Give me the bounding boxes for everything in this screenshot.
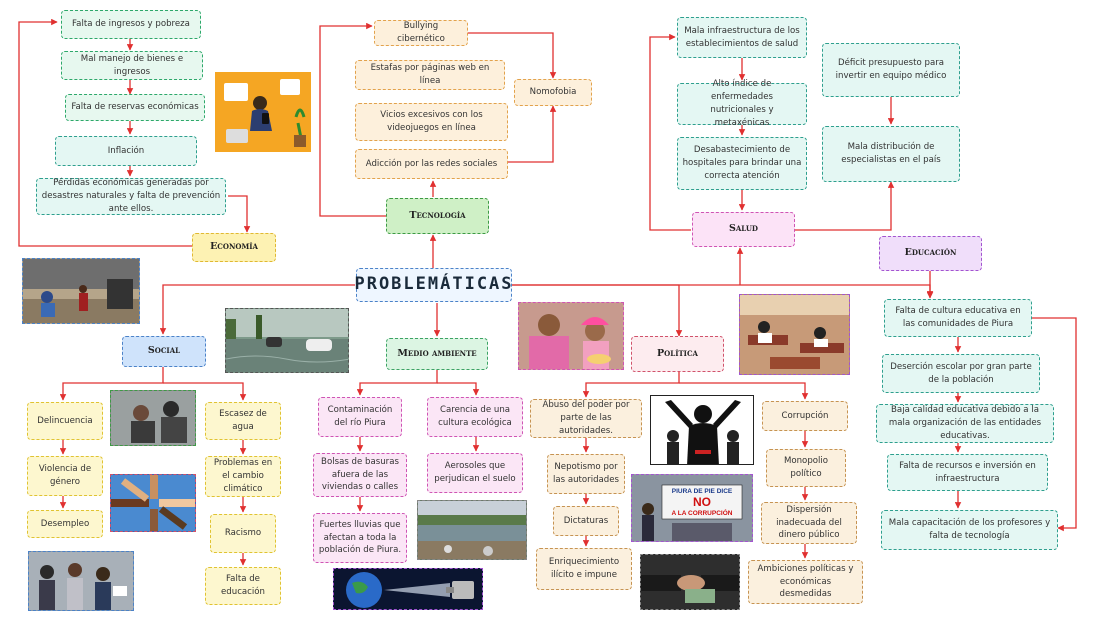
politica-item-enriquecimiento: Enriquecimiento ilícito e impune <box>536 548 632 590</box>
economia-item-2: Mal manejo de bienes e ingresos <box>61 51 203 80</box>
photo-hands-unity <box>110 474 196 532</box>
educacion-item-2: Deserción escolar por gran parte de la p… <box>882 354 1040 393</box>
ambiente-item-bolsas: Bolsas de basuras afuera de las vivienda… <box>313 453 407 497</box>
tecnologia-item-3: Vicios excesivos con los videojuegos en … <box>355 103 508 141</box>
ambiente-item-contaminacion: Contaminación del río Piura <box>318 397 402 437</box>
economia-item-4: Inflación <box>55 136 197 166</box>
sign-line-1: PIURA DE PIE DICE <box>672 488 733 495</box>
category-economia: Economía <box>192 233 276 262</box>
salud-item-2: Alto índice de enfermedades nutricionale… <box>677 79 807 128</box>
illustration-politicians-silhouette <box>650 395 754 465</box>
photo-anticorruption-protest: PIURA DE PIE DICE NO A LA CORRUPCIÓN <box>631 474 753 542</box>
politica-item-abuso: Abuso del poder por parte de las autorid… <box>530 399 642 438</box>
photo-classroom <box>739 294 850 375</box>
tecnologia-item-4: Adicción por las redes sociales <box>355 149 508 179</box>
politica-item-nepotismo: Nepotismo por las autoridades <box>547 454 625 494</box>
photo-poverty-market <box>22 258 140 324</box>
sign-line-3: A LA CORRUPCIÓN <box>672 508 733 517</box>
ambiente-item-lluvias: Fuertes lluvias que afectan a toda la po… <box>313 513 407 563</box>
economia-item-3: Falta de reservas económicas <box>65 94 205 121</box>
category-medio-ambiente: Medio ambiente <box>386 338 488 370</box>
category-tecnologia: Tecnología <box>386 198 489 234</box>
social-item-violencia: Violencia de género <box>27 456 103 496</box>
category-social: Social <box>122 336 206 367</box>
economia-item-1: Falta de ingresos y pobreza <box>61 10 201 39</box>
illustration-phone-addiction <box>215 72 311 152</box>
photo-flooded-street <box>225 308 349 373</box>
photo-job-seekers <box>28 551 134 611</box>
photo-aerosol-earth <box>333 568 483 610</box>
social-item-cambio-climatico: Problemas en el cambio climático <box>205 456 281 497</box>
social-item-racismo: Racismo <box>210 514 276 553</box>
politica-item-monopolio: Monopolio político <box>766 449 846 487</box>
ambiente-item-cultura-ecologica: Carencia de una cultura ecológica <box>427 397 523 437</box>
category-educacion: Educación <box>879 236 982 271</box>
politica-item-ambiciones: Ambiciones políticas y económicas desmed… <box>748 560 863 604</box>
educacion-item-5: Mala capacitación de los profesores y fa… <box>881 510 1058 550</box>
tecnologia-item-2: Estafas por páginas web en línea <box>355 60 505 90</box>
tecnologia-item-5: Nomofobia <box>514 79 592 106</box>
salud-item-5: Mala distribución de especialistas en el… <box>822 126 960 182</box>
tecnologia-item-1: Bullying cibernético <box>374 20 468 46</box>
category-salud: Salud <box>692 212 795 247</box>
social-item-falta-educacion: Falta de educación <box>205 567 281 605</box>
root-node-problematicas: PROBLEMÁTICAS <box>354 268 512 302</box>
educacion-item-1: Falta de cultura educativa en las comuni… <box>884 299 1032 337</box>
economia-item-5: Pérdidas económicas generadas por desast… <box>36 178 226 215</box>
politica-item-corrupcion: Corrupción <box>762 401 848 431</box>
ambiente-item-aerosoles: Aerosoles que perjudican el suelo <box>427 453 523 493</box>
photo-polluted-river <box>417 500 527 560</box>
photo-criminal-arrest <box>110 390 196 446</box>
photo-child-eating <box>518 302 624 370</box>
educacion-item-3: Baja calidad educativa debido a la mala … <box>876 404 1054 443</box>
photo-bribery-handshake <box>640 554 740 610</box>
salud-item-1: Mala infraestructura de los establecimie… <box>677 17 807 58</box>
category-politica: Política <box>631 336 724 372</box>
educacion-item-4: Falta de recursos e inversión en infraes… <box>887 454 1048 491</box>
social-item-escasez: Escasez de agua <box>205 402 281 440</box>
politica-item-dictaturas: Dictaturas <box>553 506 619 536</box>
salud-item-3: Desabastecimiento de hospitales para bri… <box>677 137 807 190</box>
salud-item-4: Déficit presupuesto para invertir en equ… <box>822 43 960 97</box>
social-item-delincuencia: Delincuencia <box>27 402 103 440</box>
social-item-desempleo: Desempleo <box>27 510 103 538</box>
politica-item-dispersion: Dispersión inadecuada del dinero público <box>761 502 857 544</box>
sign-line-2: NO <box>693 495 711 509</box>
